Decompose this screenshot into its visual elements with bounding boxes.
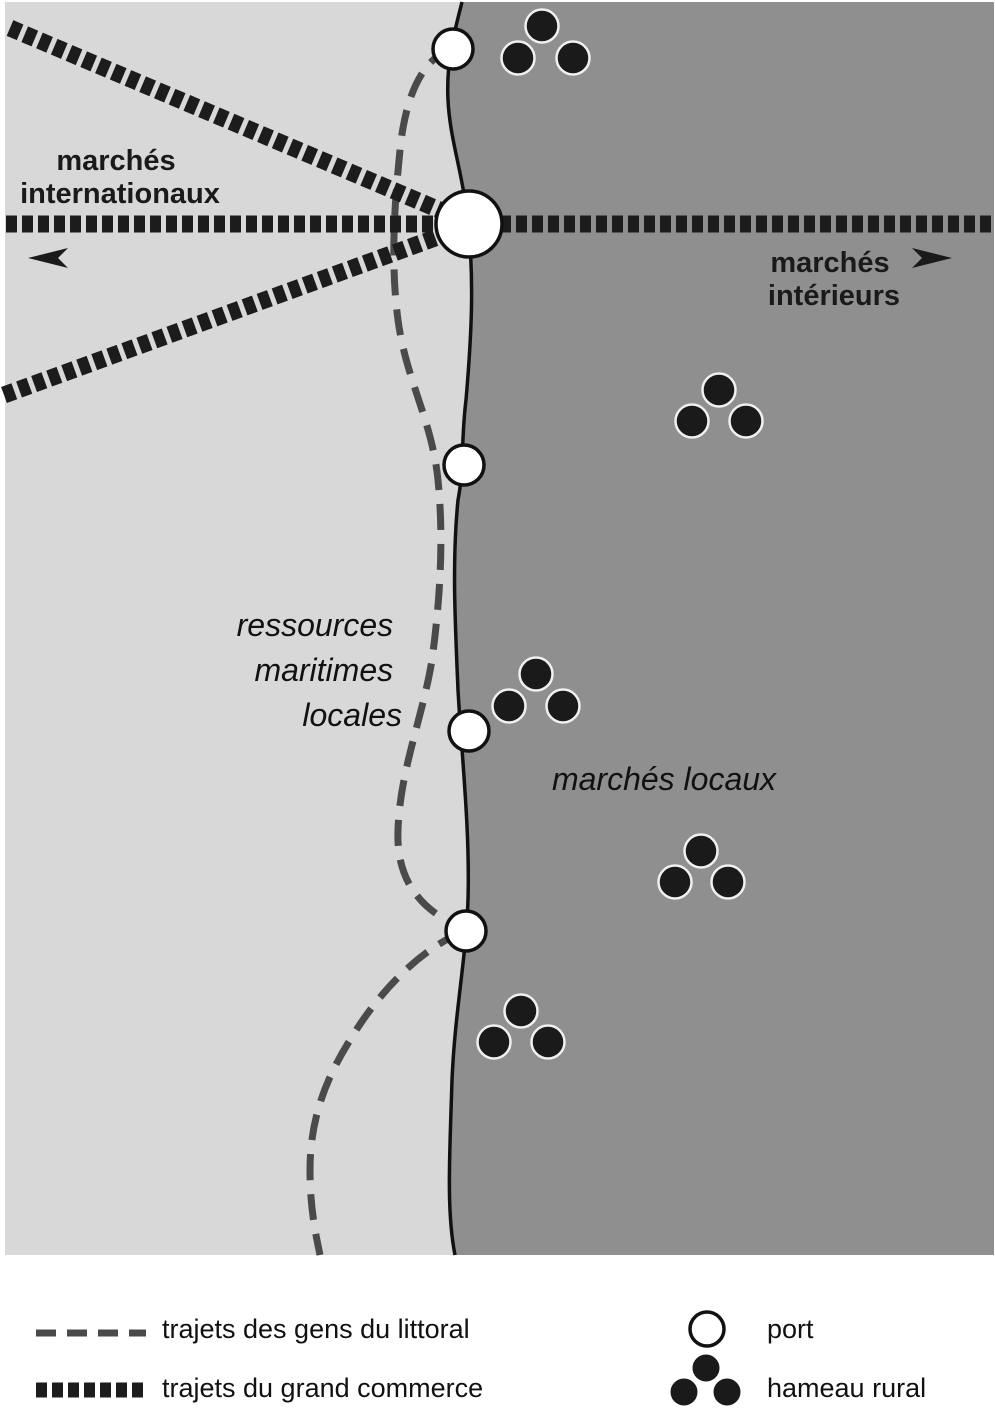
hamlets	[476, 8, 764, 1060]
legend-hamlet-icon	[668, 1352, 743, 1408]
hamlet-3	[491, 656, 581, 724]
arrow-left-icon	[28, 248, 68, 268]
hamlet-2	[674, 372, 764, 439]
hamlet-5	[476, 993, 566, 1060]
legend-coastal-route-label: trajets des gens du littoral	[162, 1314, 470, 1344]
coastal-route-lower	[306, 928, 464, 1256]
trade-routes	[1, 20, 992, 403]
port-middle	[442, 443, 486, 487]
port-north	[431, 27, 475, 71]
arrow-right-icon	[912, 248, 952, 268]
ports	[431, 27, 504, 953]
label-interior-markets: marchés intérieurs	[768, 247, 900, 312]
hamlet-4	[657, 833, 746, 900]
trade-route-southwest	[1, 218, 471, 403]
port-south	[447, 709, 491, 753]
coastal-route-upper	[390, 44, 464, 932]
legend-hamlet-label: hameau rural	[767, 1373, 926, 1403]
land-area	[447, 2, 994, 1255]
label-international-markets: marchés internationaux	[20, 145, 220, 210]
label-local-maritime-resources: ressources maritimes locales	[237, 607, 402, 733]
coastline	[445, 1, 474, 1256]
hamlet-1	[500, 8, 591, 76]
legend-trade-route-label: trajets du grand commerce	[162, 1373, 483, 1403]
port-main	[434, 189, 504, 259]
port-southmost	[444, 909, 488, 953]
legend: trajets des gens du littoral trajets du …	[36, 1310, 926, 1408]
legend-port-icon	[688, 1310, 726, 1348]
trade-route-northwest	[6, 20, 472, 230]
label-local-markets: marchés locaux	[552, 761, 777, 797]
legend-port-label: port	[767, 1314, 814, 1344]
